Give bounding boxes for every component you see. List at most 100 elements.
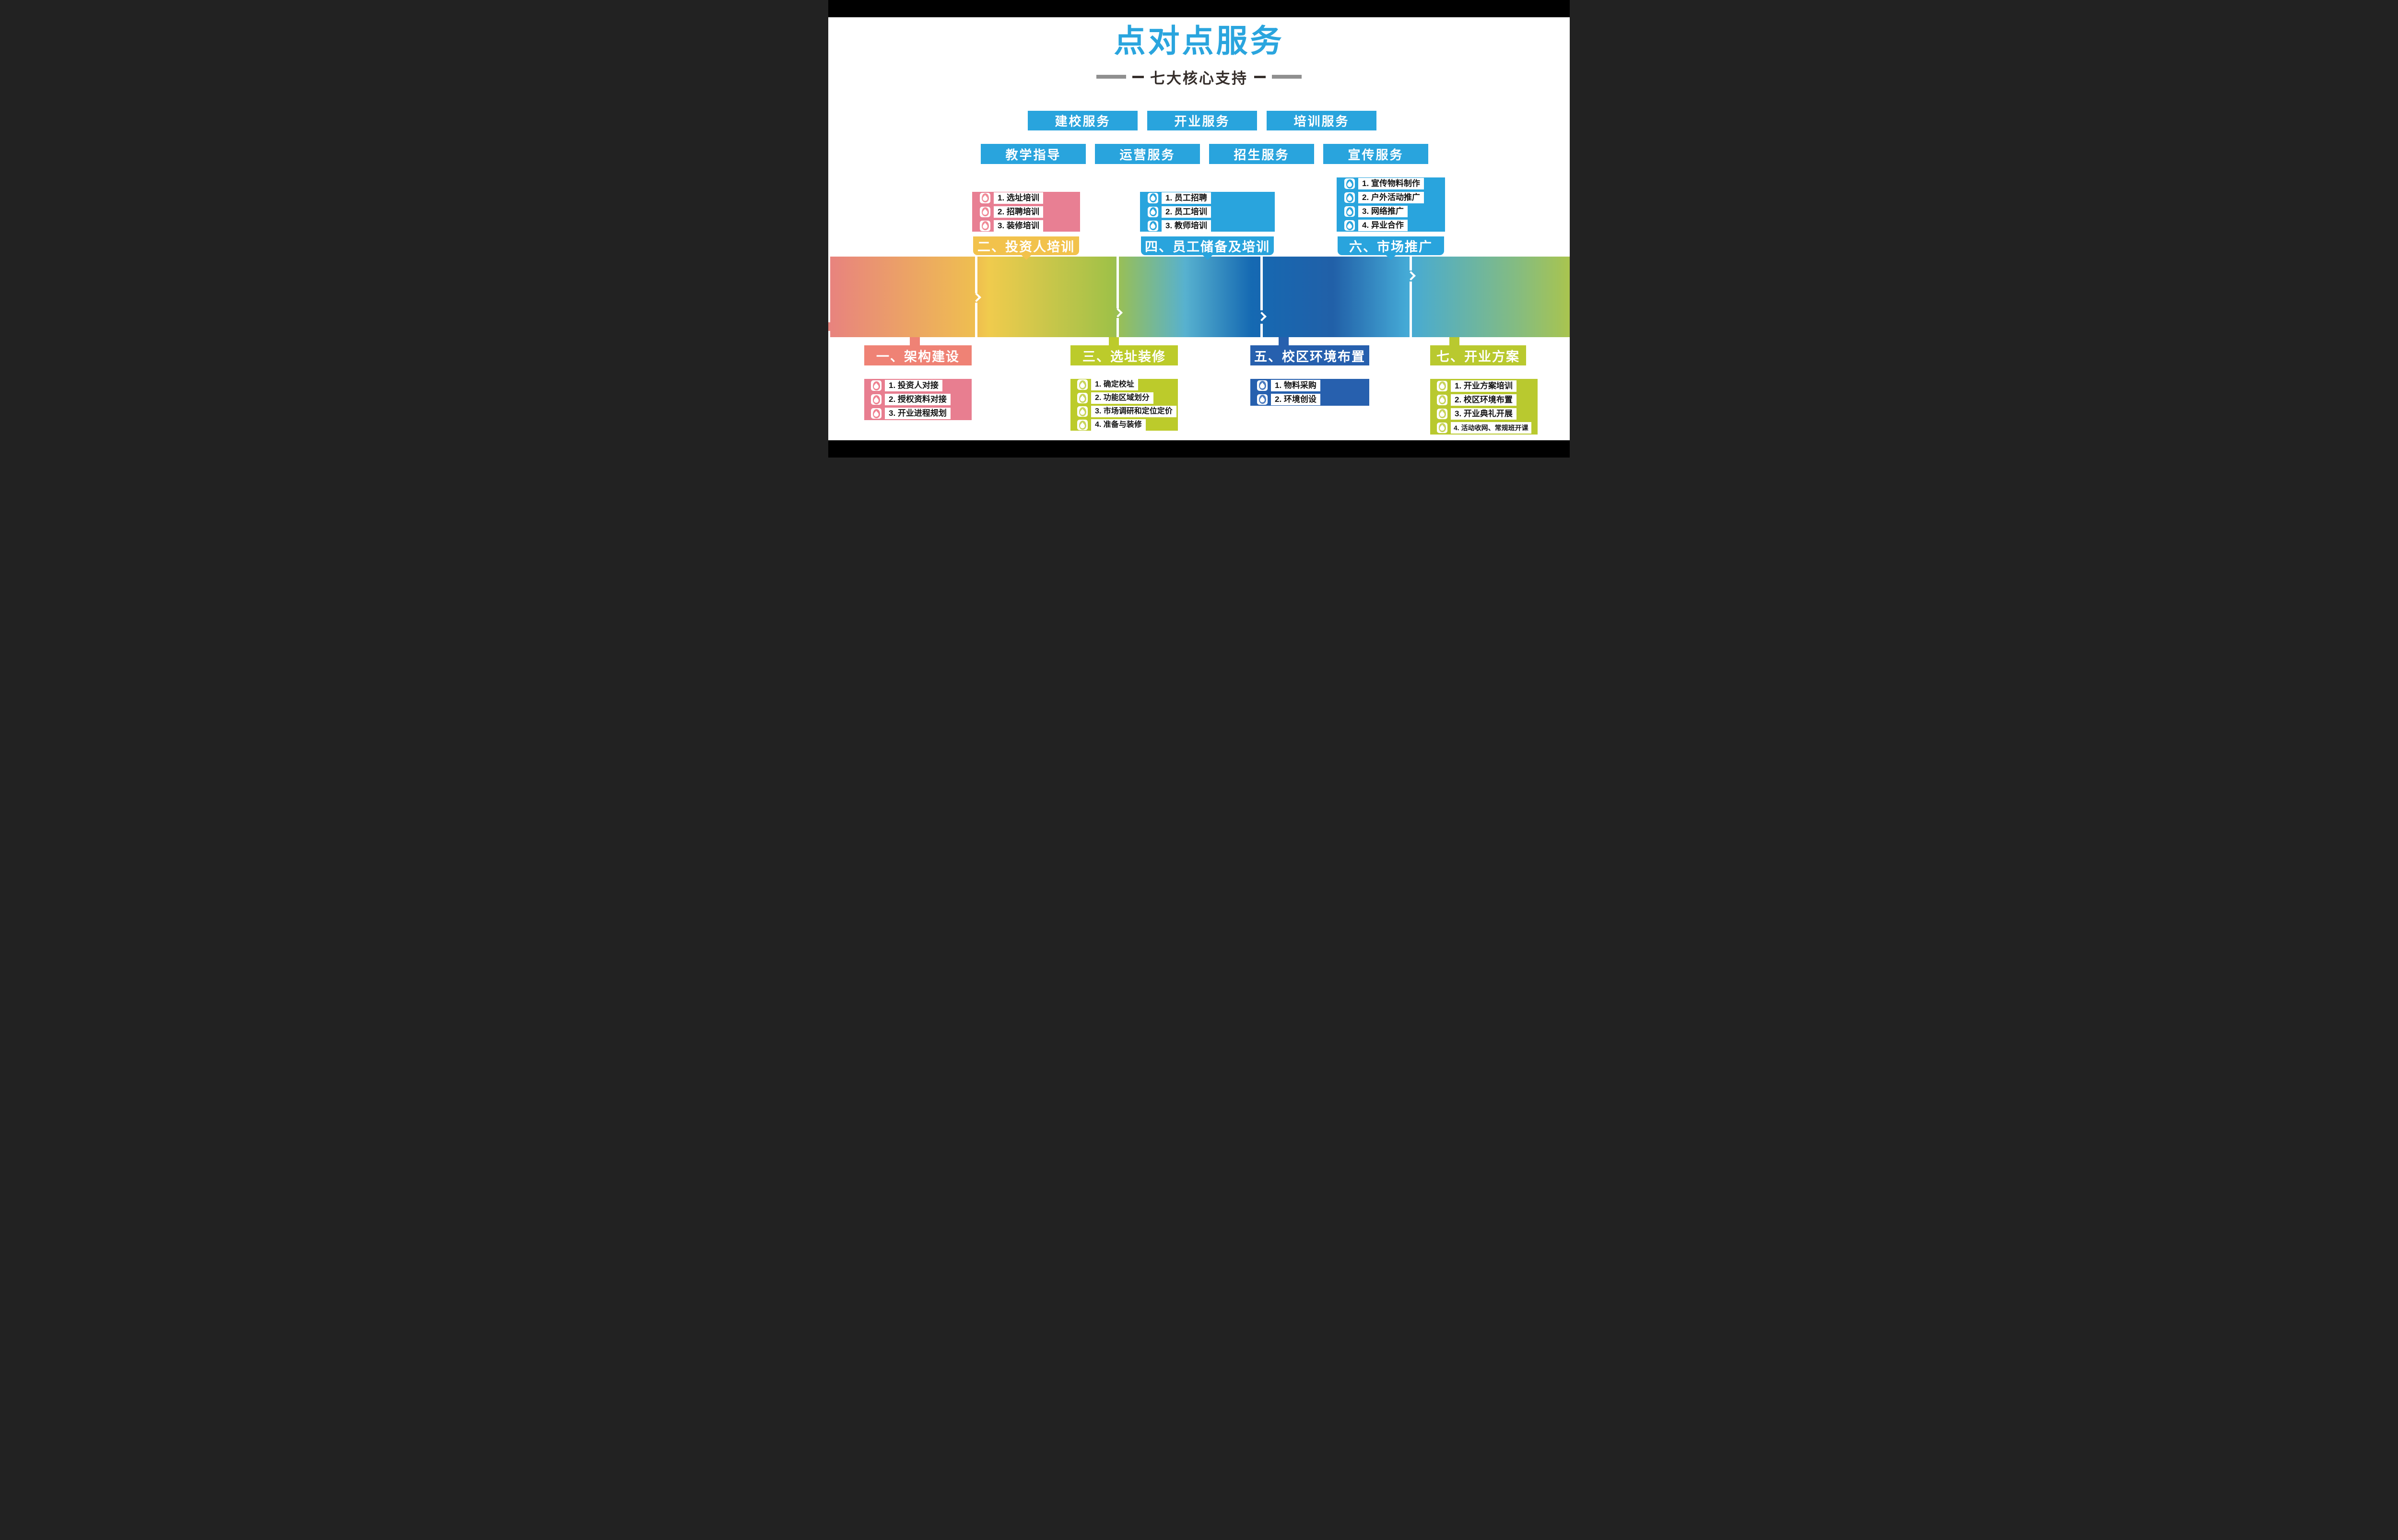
group-5-connector [1279,337,1289,346]
letterbox-bottom [828,440,1570,458]
list-item-label: 1. 宣传物料制作 [1358,178,1424,189]
flame-icon [1077,393,1088,403]
flame-icon [1077,420,1088,430]
list-item-label: 1. 投资人对接 [885,380,942,391]
list-item: 2. 授权资料对接 [871,394,972,405]
service-button-peixun[interactable]: 培训服务 [1267,111,1376,130]
list-item-label: 1. 员工招聘 [1162,192,1211,204]
subtitle-dash-right-outer [1272,75,1302,79]
flame-icon [980,206,990,217]
list-item: 3. 教师培训 [1148,220,1275,232]
group-4-staff-training: 1. 员工招聘 2. 员工培训 3. 教师培训 四、员工储备及培训 [1140,192,1275,264]
list-item: 1. 确定校址 [1077,379,1178,390]
flame-icon [1437,380,1447,391]
flame-icon [1437,422,1447,433]
group-6-box: 1. 宣传物料制作 2. 户外活动推广 3. 网络推广 4. 异业合作 [1337,177,1445,232]
list-item-label: 4. 准备与装修 [1091,419,1146,431]
infographic-canvas: 点对点服务 七大核心支持 建校服务 开业服务 培训服务 教学指导 运营服务 招生… [828,0,1570,458]
group-5-campus-environment: 五、校区环境布置 1. 物料采购 2. 环境创设 [1250,337,1369,414]
list-item-label: 1. 开业方案培训 [1451,380,1516,392]
list-item-label: 3. 装修培训 [994,220,1043,232]
banner-divider-1 [972,257,981,337]
group-5-tab: 五、校区环境布置 [1250,345,1369,365]
service-button-yunying[interactable]: 运营服务 [1095,144,1200,164]
group-5-box: 1. 物料采购 2. 环境创设 [1250,379,1369,406]
flame-icon [871,408,882,419]
list-item-label: 2. 功能区域划分 [1091,392,1153,404]
chevron-right-icon [1406,271,1416,281]
subtitle-dash-right-inner [1254,75,1266,78]
flame-icon [1077,406,1088,417]
flame-icon [1344,206,1355,217]
banner-divider-4 [1406,257,1416,337]
list-item-label: 4. 活动收网、常规班开课 [1451,422,1531,434]
group-7-connector [1449,337,1459,346]
list-item: 1. 投资人对接 [871,380,972,391]
service-row-1: 建校服务 开业服务 培训服务 [1028,111,1376,130]
list-item-label: 2. 员工培训 [1162,206,1211,218]
list-item-label: 3. 教师培训 [1162,220,1211,232]
flame-icon [980,192,990,203]
chevron-right-icon [972,293,981,302]
group-4-box: 1. 员工招聘 2. 员工培训 3. 教师培训 [1140,192,1275,232]
service-button-jiaoxue[interactable]: 教学指导 [981,144,1086,164]
flame-icon [1344,178,1355,189]
group-3-box: 1. 确定校址 2. 功能区域划分 3. 市场调研和定位定价 4. 准备与装修 [1070,379,1178,431]
group-4-tab: 四、员工储备及培训 [1141,236,1274,260]
page-subtitle-text: 七大核心支持 [1150,70,1248,87]
list-item-label: 2. 授权资料对接 [885,394,951,405]
list-item: 4. 活动收网、常规班开课 [1437,422,1538,434]
group-3-connector [1109,337,1119,346]
list-item-label: 3. 网络推广 [1358,206,1408,217]
flame-icon [871,380,882,391]
service-row-2: 教学指导 运营服务 招生服务 宣传服务 [981,144,1428,164]
list-item: 4. 准备与装修 [1077,419,1178,431]
flame-icon [1344,192,1355,203]
subtitle-dash-left-outer [1096,75,1126,79]
group-2-investor-training: 1. 选址培训 2. 招聘培训 3. 装修培训 二、投资人培训 [972,192,1080,264]
list-item: 1. 开业方案培训 [1437,380,1538,392]
group-1-tab: 一、架构建设 [864,345,972,365]
service-button-jianxiao[interactable]: 建校服务 [1028,111,1138,130]
page-title: 点对点服务 [1114,23,1284,59]
group-3-tab: 三、选址装修 [1070,345,1178,365]
flame-icon [980,220,990,231]
group-7-opening-plan: 七、开业方案 1. 开业方案培训 2. 校区环境布置 3. 开业典礼开展 4. … [1430,337,1538,445]
group-7-box: 1. 开业方案培训 2. 校区环境布置 3. 开业典礼开展 4. 活动收网、常规… [1430,379,1538,435]
flame-icon [1344,220,1355,231]
list-item: 4. 异业合作 [1344,220,1445,231]
flame-icon [1148,192,1158,203]
list-item-label: 4. 异业合作 [1358,220,1408,231]
list-item: 2. 环境创设 [1257,393,1369,405]
list-item-label: 1. 选址培训 [994,192,1043,204]
list-item: 3. 网络推广 [1344,206,1445,217]
group-1-structure: 一、架构建设 1. 投资人对接 2. 授权资料对接 3. 开业进程规划 [864,337,972,433]
list-item: 3. 开业典礼开展 [1437,408,1538,420]
chevron-right-icon [1113,308,1123,317]
list-item-label: 3. 市场调研和定位定价 [1091,406,1176,417]
list-item-label: 1. 确定校址 [1091,379,1138,390]
group-6-marketing: 1. 宣传物料制作 2. 户外活动推广 3. 网络推广 4. 异业合作 六、市场… [1337,177,1445,264]
letterbox-top [828,0,1570,17]
service-button-xuanchuan[interactable]: 宣传服务 [1323,144,1428,164]
list-item: 3. 开业进程规划 [871,408,972,419]
group-2-tab: 二、投资人培训 [973,236,1079,260]
list-item: 1. 选址培训 [980,192,1080,204]
banner-left-tail [828,322,830,331]
group-6-tab: 六、市场推广 [1338,236,1444,260]
group-3-site-renovation: 三、选址装修 1. 确定校址 2. 功能区域划分 3. 市场调研和定位定价 4.… [1070,337,1178,440]
flame-icon [1437,408,1447,419]
flame-icon [1257,380,1268,391]
group-1-box: 1. 投资人对接 2. 授权资料对接 3. 开业进程规划 [864,379,972,420]
flame-icon [1148,220,1158,231]
flame-icon [1437,394,1447,405]
banner-divider-3 [1257,257,1267,337]
service-button-kaiye[interactable]: 开业服务 [1147,111,1257,130]
group-1-connector [910,337,920,346]
list-item: 1. 宣传物料制作 [1344,178,1445,189]
list-item-label: 2. 招聘培训 [994,206,1043,218]
service-button-zhaosheng[interactable]: 招生服务 [1209,144,1314,164]
subtitle-dash-left-inner [1132,75,1144,78]
list-item: 1. 员工招聘 [1148,192,1275,204]
gradient-banner [830,257,1570,337]
